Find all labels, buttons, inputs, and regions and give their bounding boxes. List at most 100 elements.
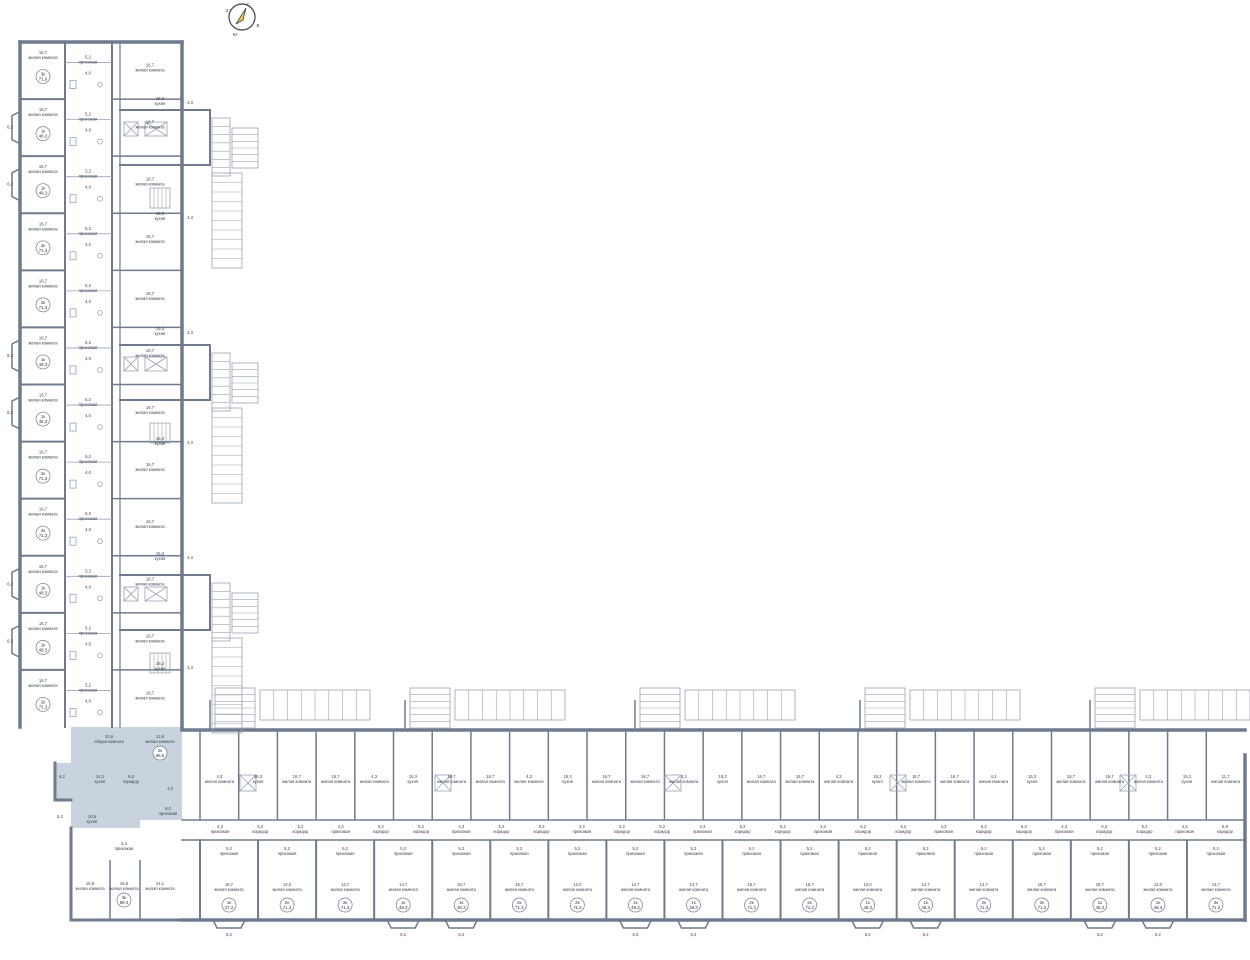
vertical-room-label: жилая комната: [28, 283, 58, 288]
vertical-bath-value: 4,0: [85, 242, 91, 247]
bottom-room-label: жилая комната: [1027, 887, 1057, 892]
bottom-room-value: 12,0: [283, 882, 292, 887]
vertical-room-value: 16,7: [39, 450, 48, 455]
bottom-hall-value: 5,2: [865, 846, 871, 851]
vertical-bath-value: 4,0: [85, 641, 91, 646]
vertical-hall-value: 5,2: [85, 682, 91, 687]
vertical-east-label: жилая комната: [135, 695, 165, 700]
bottom-apartment-bubble: [453, 897, 469, 913]
bottom-apartment-bubble: [918, 897, 934, 913]
top-room-value: 16,7: [951, 774, 960, 779]
bottom-apartment-bubble: [1034, 897, 1050, 913]
top-room-value: 16,7: [1067, 774, 1076, 779]
bottom-room-label: жилая комната: [214, 887, 244, 892]
lower-left-room2-label: жилая комната: [109, 886, 139, 891]
hall-value: 4,3: [338, 824, 344, 829]
top-room-label: кухня: [872, 779, 883, 784]
core-elevator: [239, 774, 257, 792]
bottom-apartment-type: 1к: [865, 900, 869, 905]
vertical-hall-value: 5,2: [85, 112, 91, 117]
vertical-east-value: 16,7: [146, 519, 155, 524]
bottom-apartment-type: 3к: [122, 895, 126, 900]
ha-bath-value: 4,0: [167, 786, 173, 791]
top-room-value: 16,7: [447, 774, 456, 779]
hall-value: 4,3: [699, 824, 705, 829]
top-room-label: жилая комната: [901, 779, 931, 784]
sink: [97, 367, 103, 373]
vertical-hall-value: 5,2: [85, 511, 91, 516]
bottom-hall-label: прихожая: [742, 851, 761, 856]
hall-label: прихожая: [572, 829, 591, 834]
bathtub: [69, 308, 77, 318]
vertical-apartment-area: 71,3: [39, 704, 48, 709]
vertical-room-value: 16,7: [39, 164, 48, 169]
bottom-hall-value: 5,2: [633, 846, 639, 851]
hall-label: коридор: [534, 829, 551, 834]
vertical-apartment-type: 1к: [41, 642, 45, 647]
hall-label: коридор: [855, 829, 872, 834]
hall-value: 5,2: [981, 824, 987, 829]
vertical-apartment-bubble: [35, 468, 51, 484]
bottom-apartment-area: 71,3: [747, 905, 756, 910]
bay-window: [11, 110, 21, 145]
bottom-room-value: 16,7: [747, 882, 756, 887]
ha-hall-label: прихожая: [159, 811, 178, 816]
vertical-apartment-bubble: [35, 697, 51, 712]
ha-corridor-label: коридор: [123, 779, 140, 784]
bottom-room-value: 14,7: [1212, 882, 1221, 887]
hall-value: 4,3: [217, 824, 223, 829]
bottom-apartment-area: 71,3: [341, 905, 350, 910]
compass-rose: С Ю З В: [226, 2, 260, 37]
top-room-value: 4,3: [836, 774, 842, 779]
bottom-room-value: 12,0: [573, 882, 582, 887]
top-room-label: кухня: [253, 779, 264, 784]
wing-hall-value: 4,3: [187, 330, 193, 335]
lower-left-hall-value: 4,3: [121, 841, 127, 846]
bottom-room-label: жилая комната: [331, 887, 361, 892]
vertical-hall-value: 5,2: [85, 283, 91, 288]
elevator: [123, 356, 139, 372]
top-room-label: жилая комната: [979, 779, 1009, 784]
wing-kitchen-label: кухня: [155, 556, 166, 561]
wing-kitchen-label: кухня: [155, 101, 166, 106]
vertical-east-label: жилая комната: [135, 467, 165, 472]
bottom-apartment-area: 71,3: [1212, 905, 1221, 910]
top-room-value: 11,7: [1222, 774, 1231, 779]
ha-bedroom-value: 13,8: [156, 734, 165, 739]
bathtub: [69, 593, 77, 603]
vertical-room-value: 16,7: [39, 221, 48, 226]
top-room-value: 16,7: [293, 774, 302, 779]
elevator-cross: [123, 356, 139, 372]
vertical-apartment-type: 1к: [41, 585, 45, 590]
top-room-label: жилая комната: [1211, 779, 1241, 784]
bottom-hall-value: 5,2: [749, 846, 755, 851]
vertical-apartment-type: 2к: [41, 699, 45, 704]
vertical-apartment-area: 48,3: [39, 362, 48, 367]
bottom-room-label: жилая комната: [679, 887, 709, 892]
bottom-room-label: жилая комната: [1143, 887, 1173, 892]
loggia-value: 6,2: [7, 581, 13, 586]
highlighted-apartment[interactable]: [55, 727, 182, 828]
bottom-bay: [444, 919, 478, 929]
core-elevator: [664, 774, 682, 792]
top-room-label: жилая комната: [1056, 779, 1086, 784]
bottom-apartment-area: 48,3: [1096, 905, 1105, 910]
vertical-hall-label: прихожая: [79, 60, 98, 65]
bottom-room-value: 14,7: [689, 882, 698, 887]
vertical-apartment-type: 3к: [41, 72, 45, 77]
vertical-east-label: жилая комната: [135, 638, 165, 643]
bottom-apartment-area: 37,2: [225, 905, 234, 910]
wing-outside-stair-frame: [211, 582, 231, 642]
vertical-room-label: жилая комната: [28, 340, 58, 345]
bottom-apartment-area: 48,3: [1154, 905, 1163, 910]
vertical-east-label: жилая комната: [135, 581, 165, 586]
wing-stair-frame: [149, 652, 171, 674]
top-room-value: 4,3: [1145, 774, 1151, 779]
core-elevator: [889, 774, 907, 792]
wing-kitchen-value: 15,3: [156, 551, 165, 556]
bottom-apartment-type: 2к: [1040, 900, 1044, 905]
bottom-hall-value: 5,2: [400, 846, 406, 851]
bathtub: [69, 137, 77, 147]
vertical-room-label: жилая комната: [28, 398, 58, 403]
hall-value: 5,2: [539, 824, 545, 829]
